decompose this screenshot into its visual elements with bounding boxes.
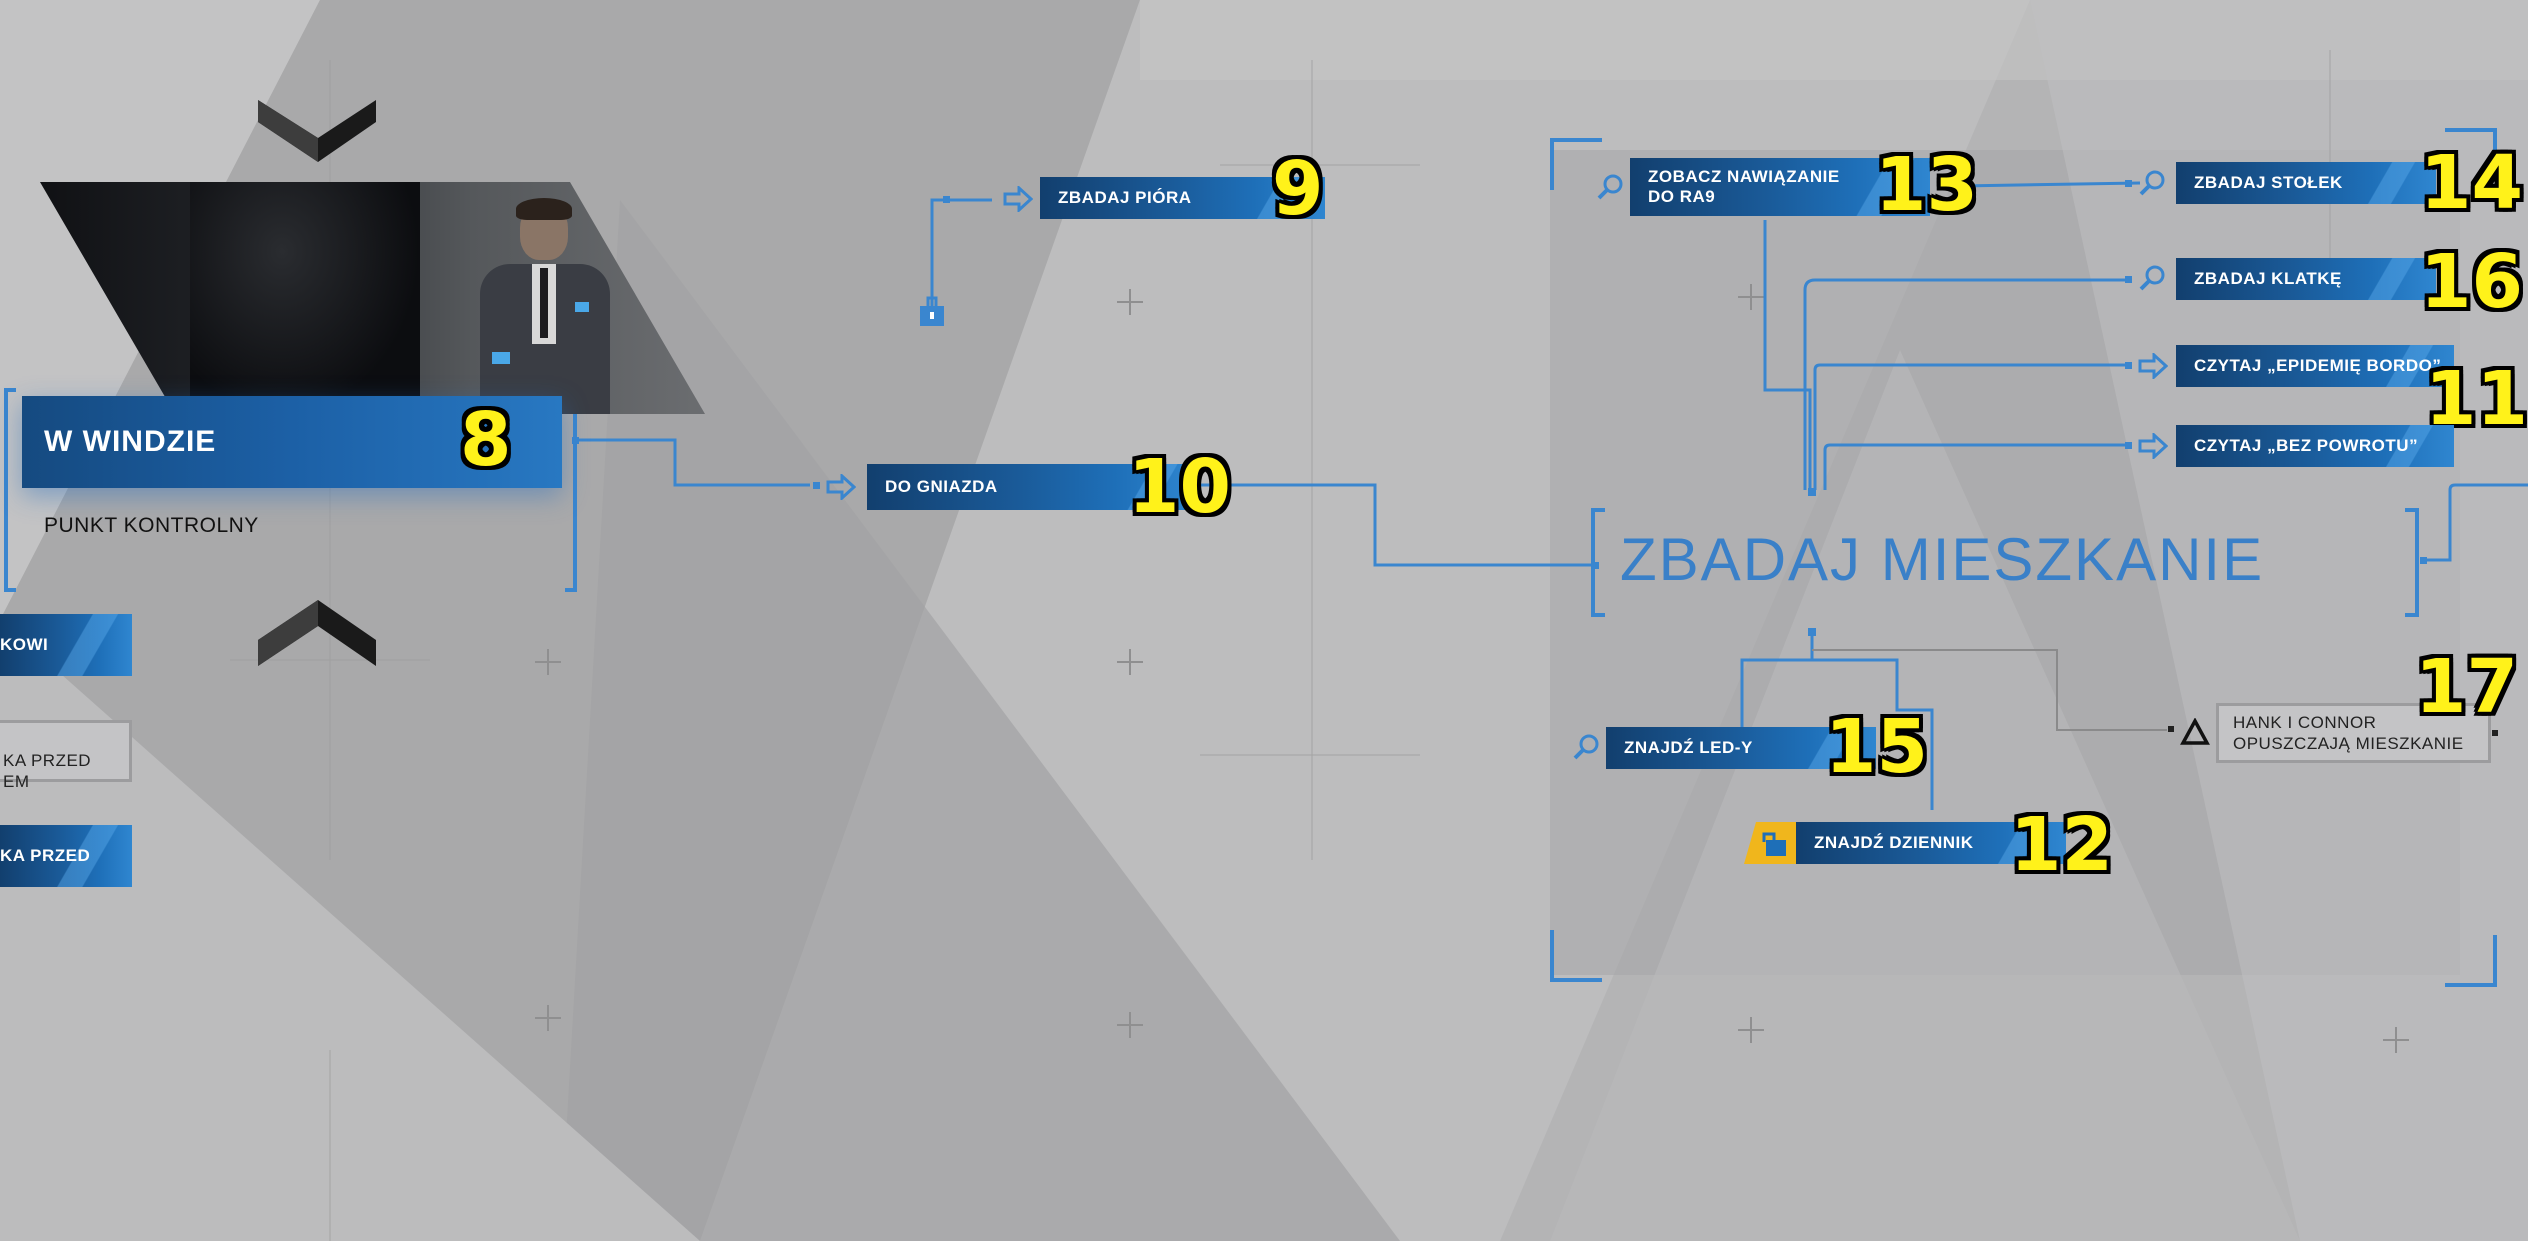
node-znajdz-led[interactable]: ZNAJDŹ LED-Y	[1606, 727, 1876, 769]
chapter-subtitle: PUNKT KONTROLNY	[44, 514, 259, 537]
search-icon	[1573, 734, 1599, 760]
search-icon	[1597, 174, 1623, 200]
main-objective[interactable]: ZBADAJ MIESZKANIE	[1620, 526, 2265, 593]
arrow-icon	[1003, 186, 1033, 212]
number-9: 9	[1272, 146, 1324, 232]
number-15: 15	[1825, 704, 1928, 790]
node-hank-connor[interactable]: HANK I CONNOR OPUSZCZAJĄ MIESZKANIE	[2216, 703, 2491, 763]
number-11: 11	[2425, 356, 2528, 442]
chapter-thumbnail[interactable]	[40, 182, 705, 414]
lock-icon	[920, 296, 944, 326]
number-13: 13	[1875, 142, 1978, 228]
left-item-3[interactable]: KA PRZED	[0, 825, 132, 887]
number-17: 17	[2415, 644, 2518, 730]
number-14: 14	[2420, 140, 2523, 226]
arrow-icon	[826, 474, 856, 500]
search-icon	[2139, 265, 2165, 291]
node-do-gniazda[interactable]: DO GNIAZDA	[867, 464, 1197, 510]
node-czytaj-epidemie[interactable]: CZYTAJ „EPIDEMIĘ BORDO”	[2176, 345, 2454, 387]
node-czytaj-bez-powrotu[interactable]: CZYTAJ „BEZ POWROTU”	[2176, 425, 2454, 467]
node-zobacz-nawiazanie[interactable]: ZOBACZ NAWIĄZANIE DO RA9	[1630, 158, 1930, 216]
node-zbadaj-stolek[interactable]: ZBADAJ STOŁEK	[2176, 162, 2436, 204]
triangle-icon	[2180, 718, 2210, 745]
number-12: 12	[2010, 802, 2113, 888]
node-zbadaj-klatke[interactable]: ZBADAJ KLATKĘ	[2176, 258, 2436, 300]
left-item-2[interactable]: KA PRZED EM	[0, 720, 132, 791]
node-zbadaj-piora[interactable]: ZBADAJ PIÓRA	[1040, 177, 1325, 219]
chapter-title-bar[interactable]: W WINDZIE	[22, 396, 562, 488]
unlock-icon	[1744, 822, 1808, 864]
arrow-icon	[2138, 433, 2168, 459]
chapter-title: W WINDZIE	[44, 425, 217, 458]
number-16: 16	[2420, 239, 2523, 325]
arrow-icon	[2138, 353, 2168, 379]
node-znajdz-dziennik[interactable]: ZNAJDŹ DZIENNIK	[1796, 822, 2066, 864]
search-icon	[2139, 170, 2165, 196]
number-10: 10	[1128, 444, 1231, 530]
left-item-1[interactable]: KOWI	[0, 614, 132, 676]
chapter-number: 8	[460, 397, 512, 483]
character-silhouette	[190, 182, 420, 414]
character-connor	[470, 198, 620, 414]
